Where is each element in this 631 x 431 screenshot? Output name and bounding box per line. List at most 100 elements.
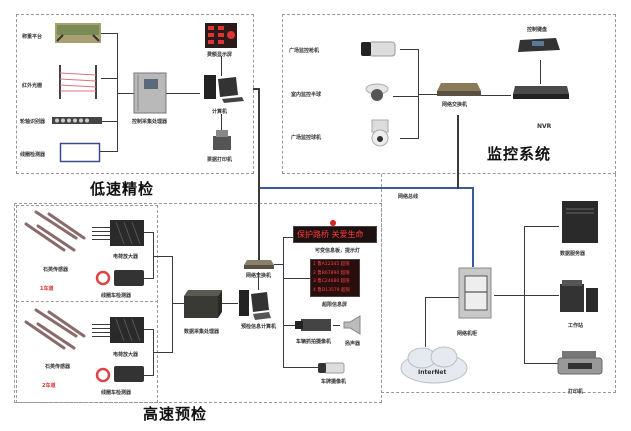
camera-link-2 [393, 96, 418, 97]
network-bus-horizontal [258, 187, 474, 189]
network-bus-label: 网络总线 [398, 194, 419, 200]
quartz-sensor-icon-lane2 [24, 308, 86, 350]
lanes-vertical [172, 256, 173, 353]
input-link-3 [102, 121, 117, 122]
lane1-amp-link [144, 232, 153, 233]
dome-camera-icon [365, 83, 389, 101]
cabinet-to-devices [494, 295, 524, 296]
inputs-to-controller [117, 93, 134, 94]
input-label-loop-detector: 线圈检测器 [20, 152, 46, 158]
computer-label: 计算机 [212, 109, 228, 115]
input-label-weighing-platform: 称重平台 [22, 34, 43, 40]
keyboard-to-nvr [540, 60, 541, 84]
info-board-line: 1 鲁A12345 超限 [313, 262, 350, 267]
monitor-switch-to-bus [457, 115, 459, 189]
data-server-label: 数据服务器 [560, 251, 586, 257]
center-region [381, 174, 616, 393]
control-keyboard-label: 控制键盘 [527, 27, 548, 33]
plate-camera-label: 车牌摄像机 [321, 379, 347, 385]
sensor-leads-lane2 [92, 324, 110, 325]
low-speed-title: 低速精检 [90, 180, 155, 198]
fee-display-icon [205, 23, 237, 48]
to-server [524, 226, 559, 227]
capture-camera-icon [295, 319, 331, 331]
cabinet-to-internet-v [425, 297, 426, 347]
loop-detector-label-lane1: 线圈车检测器 [101, 293, 132, 299]
plate-camera-icon [318, 362, 345, 374]
nvr-label: NVR [537, 123, 552, 130]
printer-label: 打印机 [568, 389, 584, 395]
charge-amplifier-label-lane1: 电荷放大器 [113, 254, 139, 260]
warning-light-icon [330, 220, 336, 226]
to-workstation [524, 295, 559, 296]
internet-label: InterNet [418, 369, 447, 376]
high-speed-title: 高速预检 [143, 405, 208, 423]
bullet-camera-icon [361, 41, 396, 57]
lane2-loop-link [144, 375, 153, 376]
infrared-grating-icon [59, 65, 97, 99]
loop-coil-icon-lane2 [95, 367, 111, 383]
loop-detector-label-lane2: 线圈车检测器 [101, 390, 132, 396]
camera-label-bullet: 广场监控枪机 [289, 48, 320, 54]
sensor-leads-lane1 [92, 227, 110, 228]
lane1-out [153, 256, 172, 257]
to-led-sign [283, 237, 293, 238]
controller-to-computer [166, 93, 200, 94]
info-board-stub [293, 278, 310, 279]
to-info-board [283, 278, 293, 279]
info-board-line: 3 鲁C24680 超限 [313, 279, 350, 284]
led-message-text: 保护路桥 关爱生命 [297, 230, 364, 239]
nvr-icon [513, 86, 569, 99]
hs-switch-out [274, 264, 283, 265]
camera-to-speaker [333, 325, 340, 326]
workstation-label: 工作站 [568, 323, 584, 329]
led-message-sign [293, 226, 377, 243]
receipt-printer-label: 票据打印机 [207, 157, 233, 163]
input-link-4 [100, 151, 117, 152]
high-speed-lanes-region [16, 205, 158, 403]
hs-network-switch-icon [244, 260, 274, 269]
to-printer [524, 363, 559, 364]
monitoring-title: 监控系统 [487, 145, 552, 163]
network-switch-icon [437, 83, 481, 96]
led-sign-caption: 可变信息板，提示灯 [315, 248, 361, 254]
axle-identifier-icon [52, 117, 102, 124]
controller-label: 控制采集处理器 [132, 119, 168, 125]
precheck-computer-icon [239, 290, 271, 320]
camera-link-1 [400, 49, 418, 50]
cabinet-to-internet-h [425, 297, 459, 298]
camera-link-3 [400, 138, 418, 139]
network-bus-vertical [472, 187, 474, 267]
computer-to-hs-switch [258, 272, 259, 290]
lane-divider [16, 301, 158, 302]
charge-amplifier-label-lane2: 电荷放大器 [113, 352, 139, 358]
data-server-icon [562, 201, 598, 243]
network-cabinet-label: 网络机柜 [457, 331, 478, 337]
control-cabinet-icon [133, 72, 167, 114]
quartz-sensor-label-lane2: 石英传感器 [45, 364, 71, 370]
receipt-printer-icon [213, 130, 231, 150]
input-label-axle-identifier: 轮轴识别器 [20, 119, 46, 125]
inputs-bus-vertical [117, 33, 118, 152]
lane-label-1: 1车道 [40, 286, 54, 292]
low-speed-region [16, 14, 254, 174]
charge-amplifier-icon-lane2 [110, 317, 144, 343]
monitoring-region [282, 14, 616, 174]
input-link-2 [101, 78, 117, 79]
computer-icon [204, 75, 244, 103]
loop-detector-box-icon-lane2 [114, 366, 144, 382]
lanes-to-processor [172, 303, 184, 304]
lane2-out [153, 352, 172, 353]
input-label-infrared-grating: 红外光栅 [22, 83, 43, 89]
lane1-vertical [153, 232, 154, 279]
lane1-loop-link [144, 278, 153, 279]
loop-coil-icon-lane1 [95, 270, 111, 286]
overlimit-info-board: 1 鲁A12345 超限 2 鲁B67890 超限 3 鲁C24680 超限 4… [310, 259, 360, 297]
data-processor-icon [184, 290, 222, 318]
quartz-sensor-label-lane1: 石英传感器 [43, 267, 69, 273]
low-speed-link-stub [253, 88, 259, 90]
to-plate-camera [283, 367, 318, 368]
info-board-line: 2 鲁B67890 超限 [313, 270, 350, 276]
speaker-label: 扬声器 [345, 341, 361, 347]
fee-display-label: 费额显示屏 [207, 52, 233, 58]
